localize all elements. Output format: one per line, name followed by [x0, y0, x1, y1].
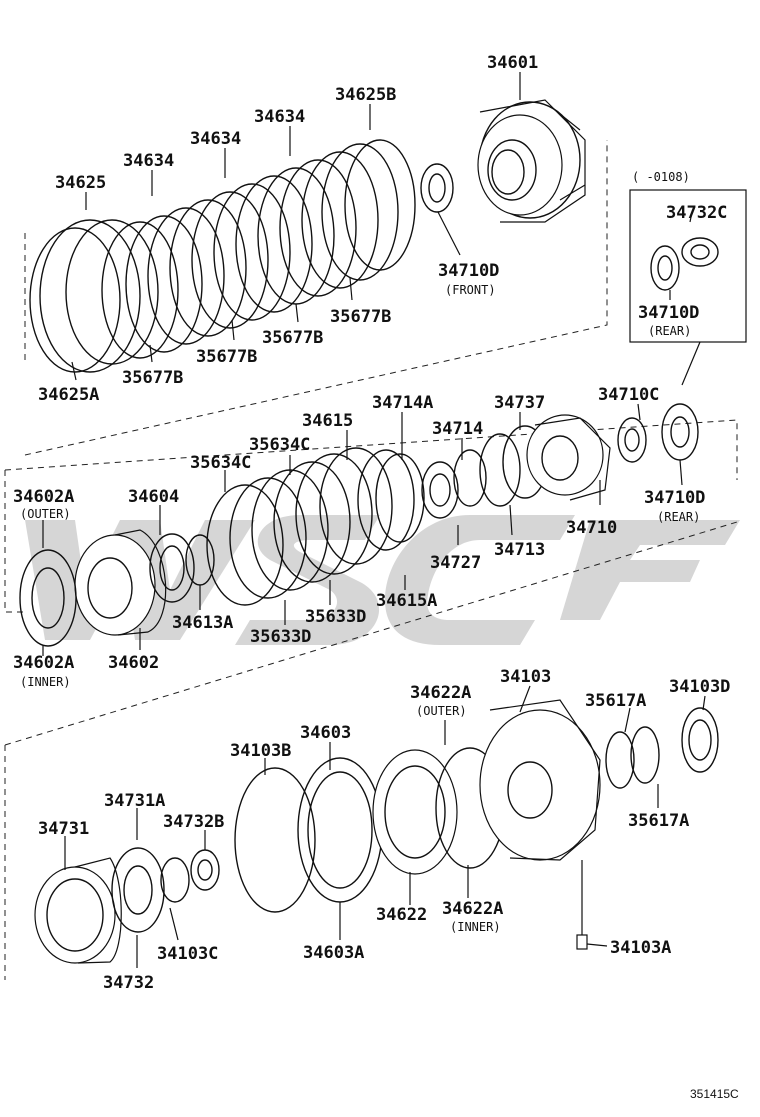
clutch-plates-top [29, 139, 416, 373]
callout-34622A: 34622A [442, 899, 503, 919]
callout-34625: 34625 [55, 173, 106, 193]
piston-34622 [372, 749, 458, 875]
piston-34602 [74, 529, 167, 636]
seal-34602A [19, 549, 77, 647]
figure-code: 351415C [690, 1087, 739, 1101]
thrust-washer-front [420, 163, 454, 213]
callout-34625B: 34625B [335, 85, 396, 105]
note-outer: (OUTER) [416, 704, 467, 718]
note-front: (FRONT) [445, 283, 496, 297]
callout-34615A: 34615A [376, 591, 437, 611]
callout-35677B: 35677B [196, 347, 257, 367]
one-way-clutch-34710 [526, 414, 611, 501]
callout-34103: 34103 [500, 667, 551, 687]
note-range: ( -0108) [632, 170, 690, 184]
callout-34103C: 34103C [157, 944, 218, 964]
callout-35617A: 35617A [628, 811, 689, 831]
hub-34714 [421, 425, 548, 519]
callout-34634: 34634 [190, 129, 241, 149]
note-rear: (REAR) [657, 510, 700, 524]
callout-34710: 34710 [566, 518, 617, 538]
callout-35634C: 35634C [249, 435, 310, 455]
clutch-drum-34601 [477, 99, 586, 223]
snap-ring-34103B [234, 767, 316, 913]
callout-34602A: 34602A [13, 487, 74, 507]
callout-34601: 34601 [487, 53, 538, 73]
rings-35617A [605, 726, 660, 789]
callout-34634: 34634 [254, 107, 305, 127]
callout-35677B: 35677B [262, 328, 323, 348]
callout-34103D: 34103D [669, 677, 730, 697]
callout-34710D: 34710D [638, 303, 699, 323]
thrust-washers-right [617, 403, 699, 463]
callout-34604: 34604 [128, 487, 179, 507]
callout-34613A: 34613A [172, 613, 233, 633]
callout-34732C: 34732C [666, 203, 727, 223]
washers-34732 [160, 849, 220, 903]
housing-34103 [479, 699, 601, 861]
drum-34731 [34, 857, 122, 964]
callout-labels: 34601 34625B 34634 34634 34634 34625 347… [13, 53, 739, 1101]
callout-35617A: 35617A [585, 691, 646, 711]
callout-35633D: 35633D [305, 607, 366, 627]
section-outlines [4, 140, 738, 980]
callout-34710D: 34710D [438, 261, 499, 281]
callout-34732B: 34732B [163, 812, 224, 832]
callout-35633D: 35633D [250, 627, 311, 647]
callout-35677B: 35677B [122, 368, 183, 388]
callout-34615: 34615 [302, 411, 353, 431]
callout-34731A: 34731A [104, 791, 165, 811]
callout-34603: 34603 [300, 723, 351, 743]
note-rear: (REAR) [648, 324, 691, 338]
callout-34732: 34732 [103, 973, 154, 993]
note-inner: (INNER) [450, 920, 501, 934]
callout-34634: 34634 [123, 151, 174, 171]
callout-34714: 34714 [432, 419, 483, 439]
callout-34103A: 34103A [610, 938, 671, 958]
callout-34103B: 34103B [230, 741, 291, 761]
clutch-plates-middle [206, 447, 425, 606]
callout-34714A: 34714A [372, 393, 433, 413]
note-inner: (INNER) [20, 675, 71, 689]
callout-35634C: 35634C [190, 453, 251, 473]
bolt-34103A [576, 860, 588, 950]
callout-34625A: 34625A [38, 385, 99, 405]
callout-35677B: 35677B [330, 307, 391, 327]
washer-34103D [681, 707, 719, 773]
callout-34602: 34602 [108, 653, 159, 673]
callout-34602A: 34602A [13, 653, 74, 673]
gear-34731A [111, 847, 165, 933]
callout-34622A: 34622A [410, 683, 471, 703]
detail-box [629, 189, 747, 386]
callout-34727: 34727 [430, 553, 481, 573]
callout-34713: 34713 [494, 540, 545, 560]
return-spring-34604 [149, 533, 195, 603]
callout-34710D: 34710D [644, 488, 705, 508]
band-34603 [297, 757, 383, 903]
detail-washers [650, 237, 719, 291]
callout-34622: 34622 [376, 905, 427, 925]
callout-34710C: 34710C [598, 385, 659, 405]
callout-34731: 34731 [38, 819, 89, 839]
note-outer: (OUTER) [20, 507, 71, 521]
callout-34603A: 34603A [303, 943, 364, 963]
callout-34737: 34737 [494, 393, 545, 413]
leader-lines [42, 72, 706, 968]
